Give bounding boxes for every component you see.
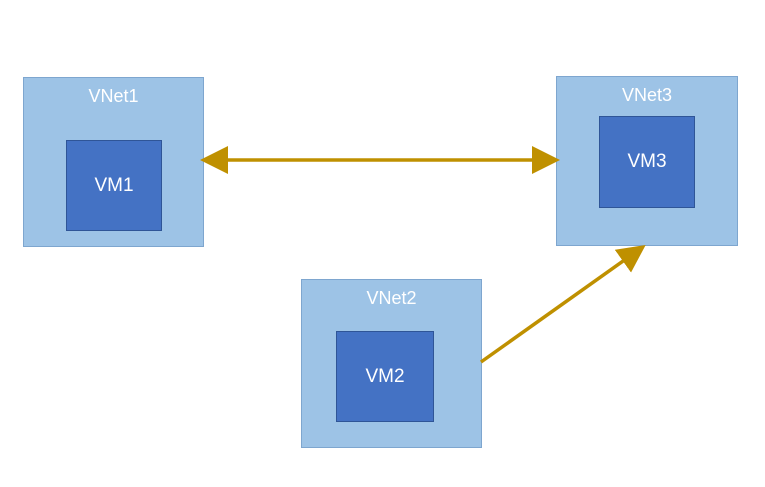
vnet1-box: VNet1 VM1 (23, 77, 204, 247)
vm3-box: VM3 (599, 116, 695, 208)
vnet3-label: VNet3 (621, 85, 673, 105)
vm2-box: VM2 (336, 331, 434, 422)
vm2-label: VM2 (365, 365, 405, 387)
vm1-box: VM1 (66, 140, 162, 231)
vnet2-label: VNet2 (366, 288, 417, 308)
vm3-label: VM3 (627, 151, 667, 172)
peering-arrow-vnet2-vnet3 (479, 244, 646, 364)
vm1-label: VM1 (94, 174, 134, 196)
vnet3-box: VNet3 VM3 (556, 76, 738, 246)
vnet1-label: VNet1 (88, 86, 139, 106)
vnet2-box: VNet2 VM2 (301, 279, 482, 448)
